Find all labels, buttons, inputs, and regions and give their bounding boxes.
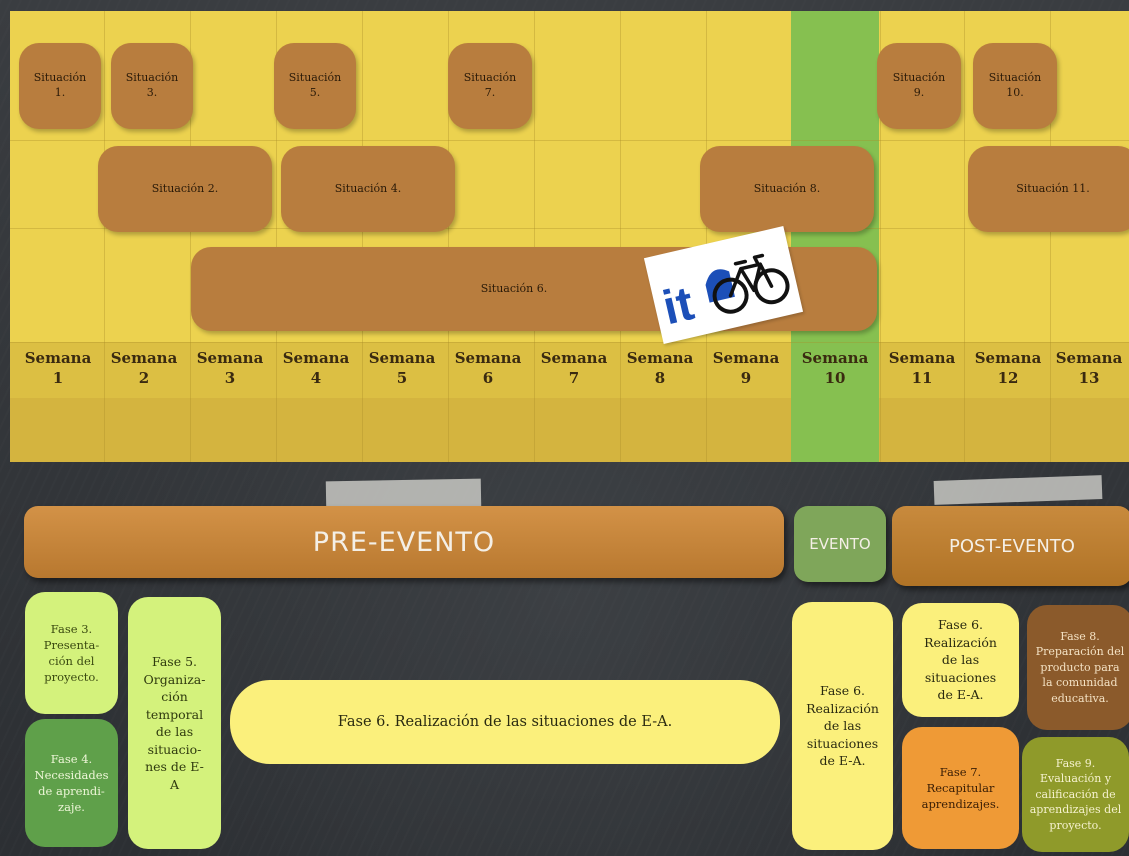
fase-5-card: Fase 5. Organiza- ción temporal de las s…: [128, 597, 221, 849]
grid-line: [362, 11, 363, 462]
evento-bar: EVENTO: [794, 506, 886, 582]
card-text: Fase 6. Realización de las situaciones d…: [337, 713, 673, 730]
fase-6-long-card: Fase 6. Realización de las situaciones d…: [230, 680, 780, 764]
tape-strip: [325, 478, 482, 510]
bicycle-icon: it: [658, 253, 790, 335]
post-evento-bar: POST-EVENTO: [892, 506, 1129, 586]
grid-line: [1050, 11, 1051, 462]
fase-4-card: Fase 4. Necesidades de aprendi- zaje.: [25, 719, 118, 847]
evento-label: EVENTO: [809, 535, 871, 553]
itb-bike-logo: it: [643, 226, 804, 344]
post-evento-label: POST-EVENTO: [949, 535, 1075, 557]
grid-line: [880, 11, 881, 462]
situacion-2: Situación 2.: [98, 146, 272, 232]
situacion-3: Situación 3.: [111, 43, 193, 129]
situacion-label: Situación 7.: [463, 71, 517, 99]
situacion-1: Situación 1.: [19, 43, 101, 129]
situacion-5: Situación 5.: [274, 43, 356, 129]
fase-3-card: Fase 3. Presenta- ción del proyecto.: [25, 592, 118, 714]
grid-line: [276, 11, 277, 462]
situacion-label: Situación 9.: [892, 71, 946, 99]
grid-line: [190, 11, 191, 462]
card-text: Fase 3. Presenta- ción del proyecto.: [43, 621, 100, 685]
card-text: Fase 6. Realización de las situaciones d…: [806, 683, 879, 769]
grid-line: [10, 140, 1129, 141]
card-text: Fase 4. Necesidades de aprendi- zaje.: [34, 751, 109, 815]
grid-line: [534, 11, 535, 462]
card-text: Fase 9. Evaluación y calificación de apr…: [1029, 757, 1122, 832]
logo-text: it: [658, 277, 699, 335]
grid-line: [448, 11, 449, 462]
week-10-highlight: [791, 11, 879, 462]
card-text: Fase 6. Realización de las situaciones d…: [924, 617, 997, 703]
week-label-row: [10, 342, 1129, 398]
fase-6-post-card: Fase 6. Realización de las situaciones d…: [902, 603, 1019, 717]
situacion-label: Situación 11.: [1016, 181, 1090, 195]
situacion-label: Situación 1.: [33, 71, 87, 99]
pre-evento-bar: PRE-EVENTO: [24, 506, 784, 578]
situacion-label: Situación 2.: [151, 181, 219, 195]
situacion-4: Situación 4.: [281, 146, 455, 232]
card-text: Fase 5. Organiza- ción temporal de las s…: [143, 654, 206, 792]
fase-6-evento-card: Fase 6. Realización de las situaciones d…: [792, 602, 893, 850]
situacion-8: Situación 8.: [700, 146, 874, 232]
week-bottom-strip: [10, 398, 1129, 462]
situacion-label: Situación 8.: [753, 181, 821, 195]
situacion-label: Situación 6.: [480, 281, 548, 295]
card-text: Fase 8. Preparación del producto para la…: [1035, 630, 1125, 705]
situacion-9: Situación 9.: [877, 43, 961, 129]
grid-line: [964, 11, 965, 462]
grid-line: [104, 11, 105, 462]
grid-line: [10, 342, 1129, 343]
situacion-label: Situación 5.: [288, 71, 342, 99]
situacion-label: Situación 3.: [125, 71, 179, 99]
pre-evento-label: PRE-EVENTO: [312, 526, 496, 558]
situacion-7: Situación 7.: [448, 43, 532, 129]
fase-8-card: Fase 8. Preparación del producto para la…: [1027, 605, 1129, 730]
situacion-label: Situación 10.: [988, 71, 1042, 99]
situacion-label: Situación 4.: [334, 181, 402, 195]
grid-line: [620, 11, 621, 462]
grid-line: [10, 228, 1129, 229]
situacion-11: Situación 11.: [968, 146, 1129, 232]
grid-line: [706, 11, 707, 462]
card-text: Fase 7. Recapitular aprendizajes.: [921, 764, 1000, 812]
fase-9-card: Fase 9. Evaluación y calificación de apr…: [1022, 737, 1129, 852]
fase-7-card: Fase 7. Recapitular aprendizajes.: [902, 727, 1019, 849]
situacion-10: Situación 10.: [973, 43, 1057, 129]
